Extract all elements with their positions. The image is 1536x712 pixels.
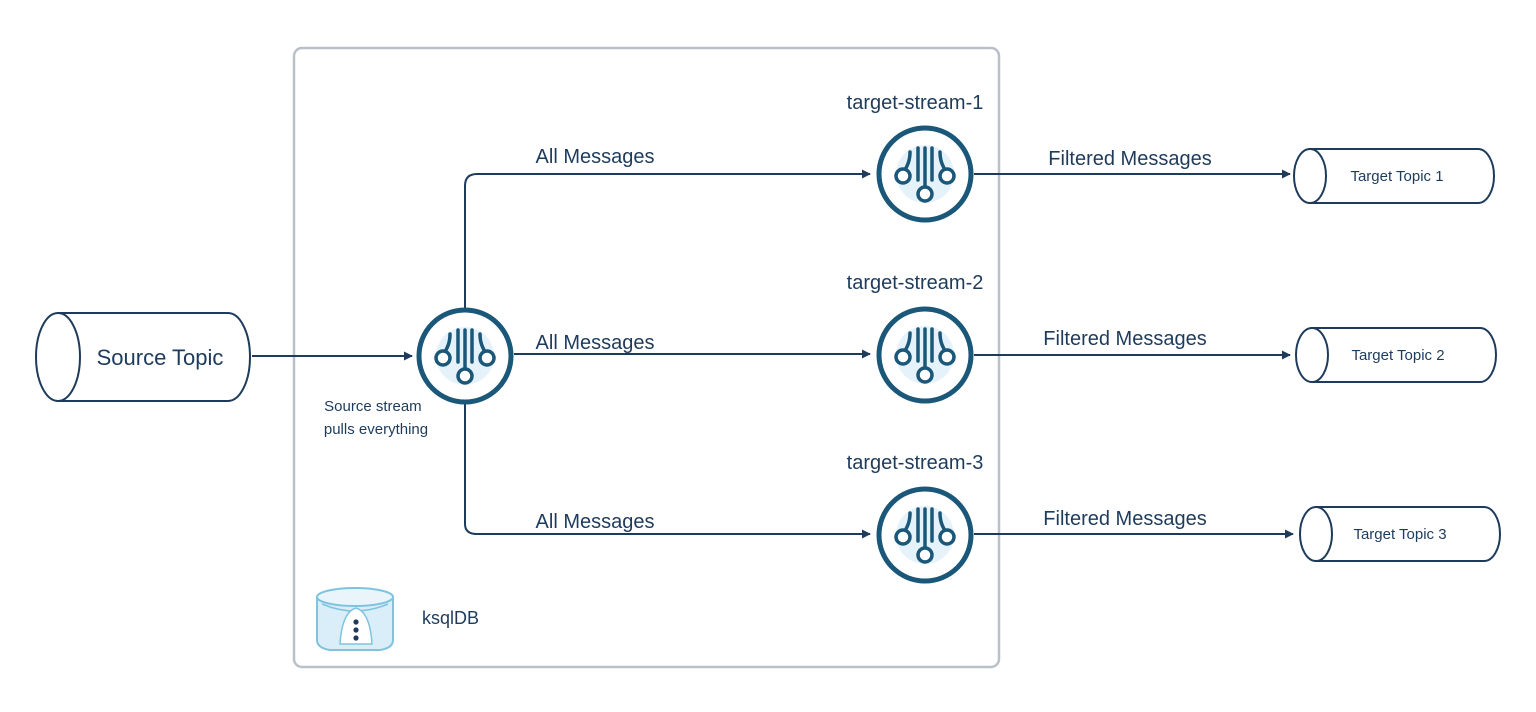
stream-name-1: target-stream-1 [847, 92, 984, 114]
target-topic-2-node[interactable]: Target Topic 2 [1295, 327, 1497, 383]
source-stream-node[interactable] [419, 310, 511, 402]
branch-edge-3 [464, 404, 871, 539]
target-topic-3-node[interactable]: Target Topic 3 [1299, 506, 1501, 562]
target-topic-1-label: Target Topic 1 [1350, 168, 1443, 185]
target-stream-1-node[interactable] [879, 128, 971, 220]
source-stream-note: Source stream pulls everything [324, 398, 428, 438]
edge-label-in-3: All Messages [536, 511, 655, 533]
stream-icon [419, 310, 511, 402]
source-topic-label: Source Topic [97, 345, 224, 370]
edge-label-out-2: Filtered Messages [1043, 328, 1206, 350]
target-stream-2-node[interactable] [879, 309, 971, 401]
edge-label-out-3: Filtered Messages [1043, 508, 1206, 530]
target-topic-3-label: Target Topic 3 [1353, 526, 1446, 543]
source-stream-note-line-2: pulls everything [324, 421, 428, 438]
target-topic-2-label: Target Topic 2 [1351, 347, 1444, 364]
ksqldb-label: ksqlDB [422, 608, 479, 628]
stream-icon [879, 128, 971, 220]
edge-label-in-2: All Messages [536, 332, 655, 354]
edge-label-out-1: Filtered Messages [1048, 148, 1211, 170]
stream-icon [879, 489, 971, 581]
edge-label-in-1: All Messages [536, 146, 655, 168]
stream-name-3: target-stream-3 [847, 452, 984, 474]
stream-name-2: target-stream-2 [847, 272, 984, 294]
target-stream-3-node[interactable] [879, 489, 971, 581]
stream-icon [879, 309, 971, 401]
source-stream-note-line-1: Source stream [324, 398, 422, 415]
ksqldb-icon [316, 587, 394, 651]
source-topic-node[interactable]: Source Topic [35, 312, 251, 402]
ksqldb-container [292, 46, 1001, 669]
target-topic-1-node[interactable]: Target Topic 1 [1293, 148, 1495, 204]
branch-edge-1 [464, 169, 871, 308]
